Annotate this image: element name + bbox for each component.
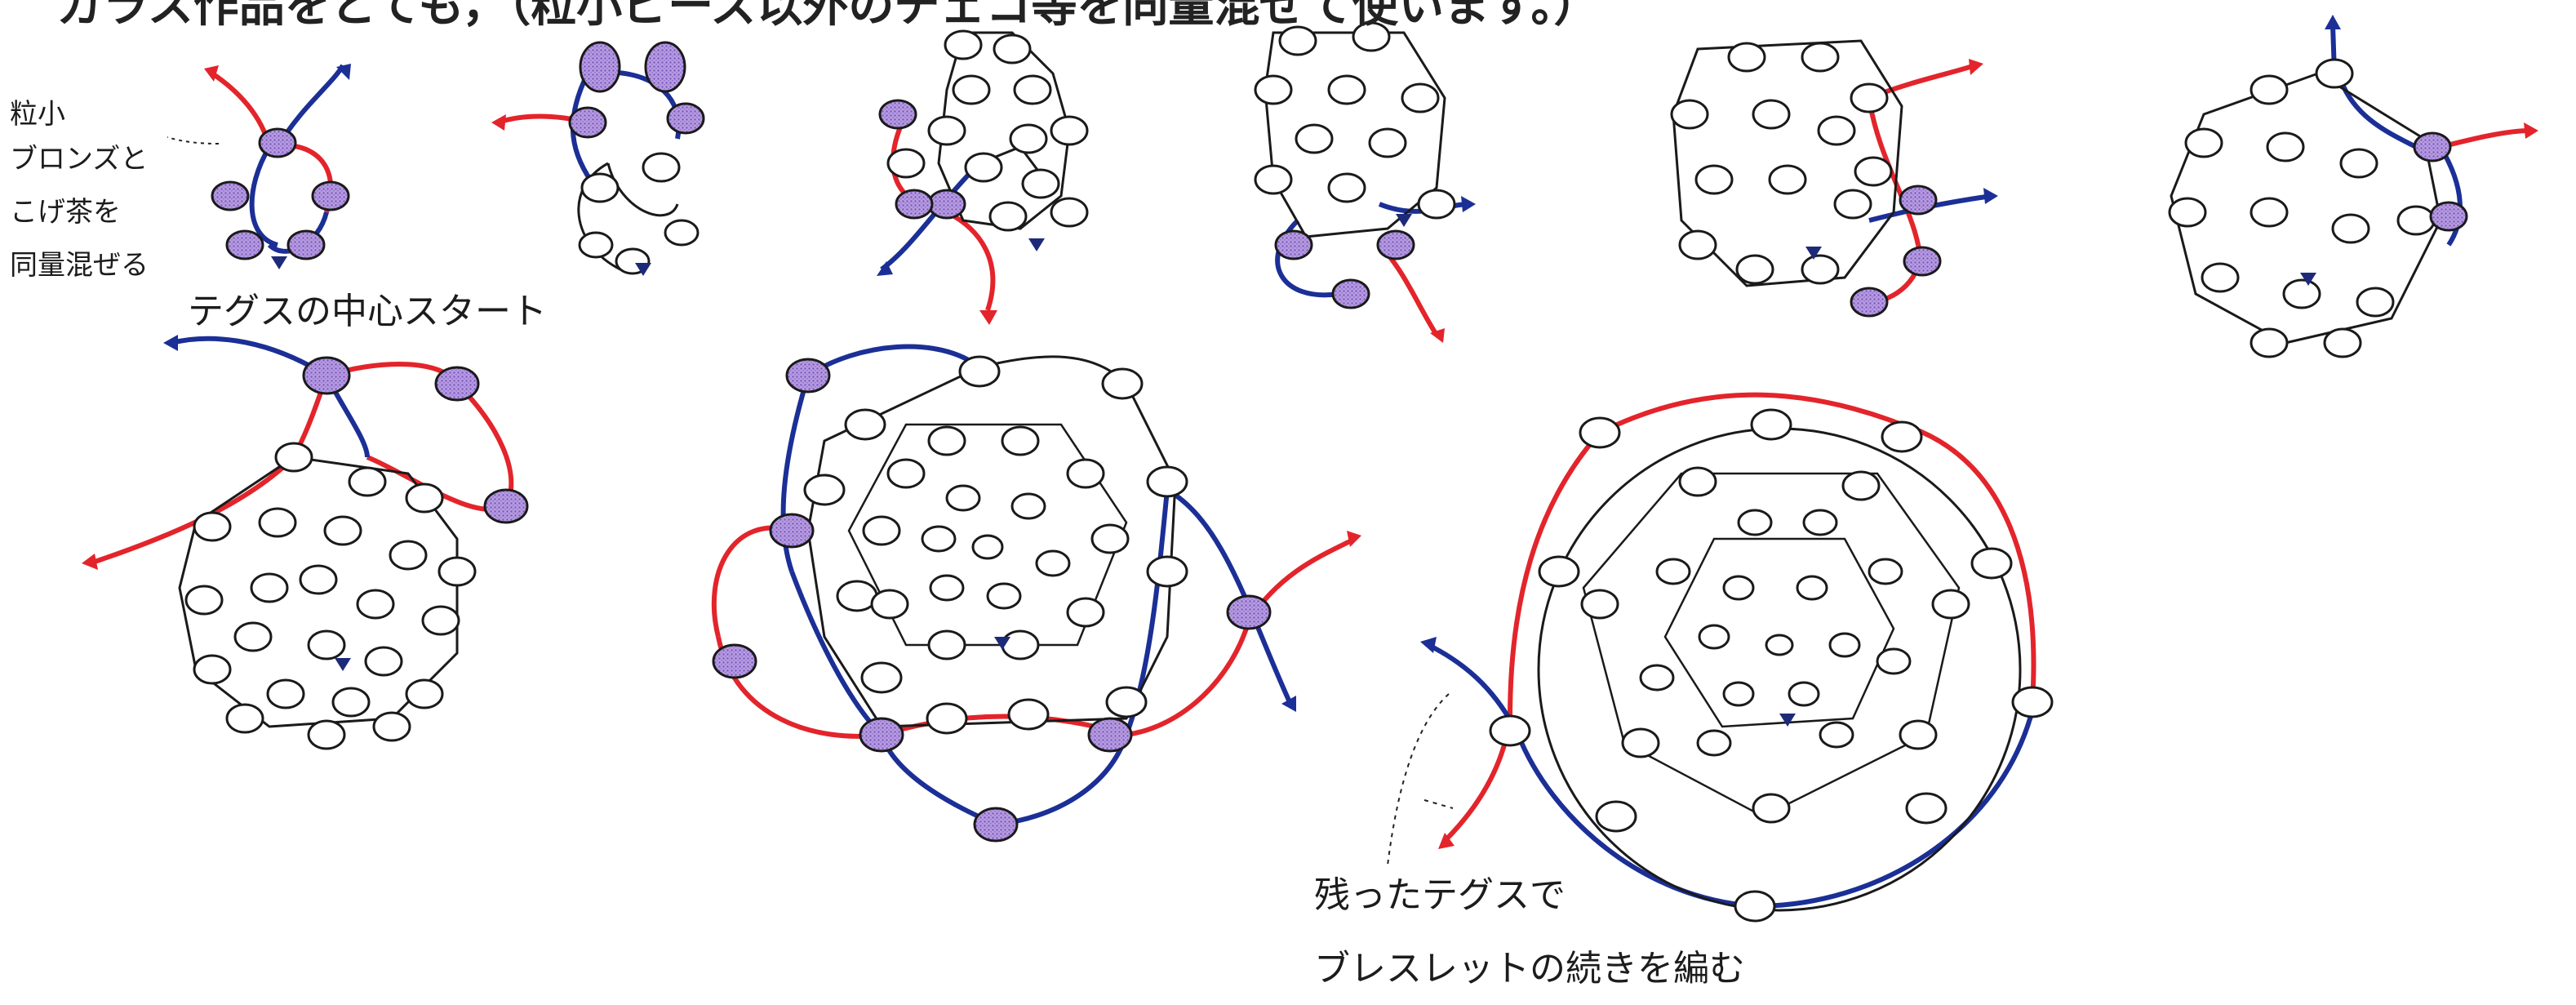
step-4-diagram	[1254, 21, 1476, 343]
step-5-diagram	[1670, 39, 1998, 318]
step-1-diagram	[167, 64, 351, 269]
step-2-diagram	[491, 41, 705, 276]
bead-note-line-4: 同量混ぜる	[10, 249, 149, 282]
triangle-marker-icon	[2300, 273, 2316, 286]
step-3-diagram	[877, 29, 1089, 325]
step-7-diagram	[82, 335, 529, 750]
bead-note-line-1: 粒小	[10, 98, 65, 131]
step-9-diagram	[1387, 392, 2054, 923]
end-note-line-2: ブレスレットの続きを編む	[1314, 948, 1745, 989]
triangle-marker-icon	[994, 637, 1010, 650]
step-8-diagram	[711, 344, 1361, 843]
header-cut-text: ガラス作品をとても，（粒小ビーズ以外のチェコ等を同量混ぜて使います。）	[57, 0, 1600, 33]
step-6-diagram	[2168, 15, 2538, 358]
end-note-line-1: 残ったテグスで	[1314, 874, 1566, 916]
bead-note-line-2: ブロンズと	[10, 143, 149, 176]
triangle-marker-icon	[1396, 214, 1412, 227]
bead-note-line-3: こげ茶を	[10, 196, 121, 229]
triangle-marker-icon	[635, 263, 651, 276]
triangle-marker-icon	[335, 658, 351, 671]
start-label: テグスの中心スタート	[188, 291, 547, 332]
triangle-marker-icon	[1805, 247, 1822, 260]
triangle-marker-icon	[1779, 714, 1796, 727]
triangle-marker-icon	[271, 256, 287, 269]
triangle-marker-icon	[1028, 238, 1045, 251]
